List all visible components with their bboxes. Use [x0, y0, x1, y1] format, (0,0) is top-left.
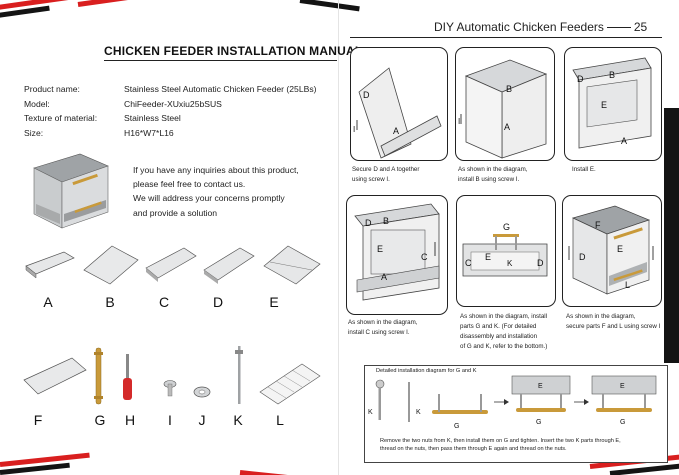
page-fold: [338, 0, 339, 475]
step-4-label-d: D: [365, 218, 372, 228]
part-label-l: L: [276, 412, 284, 428]
step-1-label-a: A: [393, 126, 399, 136]
corner-stripe: [299, 0, 360, 12]
step-6-caption: As shown in the diagram, secure parts F …: [566, 313, 661, 330]
detail-label-g3: G: [620, 419, 625, 426]
detail-step-k-nut: K: [368, 379, 385, 420]
part-f-image: [23, 357, 87, 395]
step-6-label-l: L: [625, 280, 630, 290]
step-2-label-b: B: [506, 84, 512, 94]
part-label-h: H: [124, 412, 136, 428]
detail-step-e-panel-1: E G: [511, 375, 571, 426]
detail-caption: Remove the two nuts from K, then install…: [380, 438, 621, 452]
detail-diagram: K K G E G E G: [368, 375, 657, 430]
step-2-caption: As shown in the diagram, install B using…: [458, 166, 528, 183]
part-label-e: E: [269, 294, 279, 310]
step-5-caption: As shown in the diagram, install parts G…: [460, 313, 548, 350]
part-label-i: I: [168, 412, 172, 428]
side-bar: [664, 108, 679, 363]
part-label-k: K: [233, 412, 243, 428]
part-b-image: [83, 245, 139, 285]
detail-step-e-panel-2: E G: [591, 375, 657, 426]
step-3-caption: Install E.: [572, 166, 596, 173]
parts-row-1: [25, 245, 321, 285]
step-3-label-d: D: [577, 74, 584, 84]
corner-stripe: [239, 470, 310, 475]
step-4-caption: As shown in the diagram, install C using…: [348, 319, 418, 336]
part-label-j: J: [198, 412, 206, 428]
spec-row: Texture of material:Stainless Steel: [24, 113, 181, 123]
part-e-image: [263, 245, 321, 285]
step-5-label-g: G: [503, 222, 510, 232]
step-5-label-k: K: [507, 259, 513, 268]
step-6-panel: F E D L: [562, 195, 662, 307]
header-rule: [350, 37, 662, 38]
spec-row: Product name:Stainless Steel Automatic C…: [24, 84, 317, 94]
step-6-label-d: D: [579, 252, 586, 262]
step-5-panel: G C E K D: [456, 195, 556, 307]
step-4-label-b: B: [383, 216, 389, 226]
part-label-b: B: [105, 294, 115, 310]
part-l-image: [259, 363, 321, 405]
part-label-c: C: [158, 294, 170, 310]
detail-step-k-rod: K: [408, 382, 421, 422]
detail-step-g-handle: G: [432, 394, 488, 430]
step-3-label-a: A: [621, 136, 627, 146]
product-illustration: [33, 153, 109, 229]
spec-row: Size:H16*W7*L16: [24, 127, 174, 138]
step-1-panel: D A I: [350, 47, 448, 161]
detail-label-e2: E: [620, 383, 625, 390]
spec-table: Product name:Stainless Steel Automatic C…: [24, 82, 317, 140]
detail-label-k2: K: [416, 409, 421, 416]
step-5-label-c: C: [465, 258, 472, 268]
step-6-label-f: F: [595, 220, 601, 230]
step-6-label-e: E: [617, 244, 623, 254]
step-2-panel: B A I: [455, 47, 555, 161]
detail-label-g2: G: [536, 419, 541, 426]
parts-row-2: [23, 346, 321, 405]
step-4-panel: D B E C A: [346, 195, 448, 315]
detail-title: Detailed installation diagram for G and …: [376, 368, 477, 374]
detail-label-k1: K: [368, 409, 373, 416]
part-j-image: [193, 386, 211, 398]
step-3-label-b: B: [609, 70, 615, 80]
part-g-image: [94, 347, 103, 405]
part-label-g: G: [94, 412, 106, 428]
page-number: 25: [633, 20, 648, 34]
detail-label-e1: E: [538, 383, 543, 390]
step-5-label-d: D: [537, 258, 544, 268]
step-1-caption: Secure D and A together using screw I.: [352, 166, 420, 183]
step-4-label-c: C: [421, 252, 428, 262]
part-label-a: A: [43, 294, 53, 310]
part-a-image: [25, 251, 75, 279]
spec-row: Model:ChiFeeder-XUxiu25bSUS: [24, 98, 222, 109]
corner-stripe: [77, 0, 148, 7]
step-4-label-e: E: [377, 244, 383, 254]
step-5-label-e: E: [485, 252, 491, 262]
step-2-label-i: I: [458, 117, 460, 126]
inquiry-text: If you have any inquiries about this pro…: [133, 165, 299, 218]
part-d-image: [203, 247, 255, 284]
detail-label-g1: G: [454, 423, 459, 430]
title-rule: [104, 60, 337, 61]
part-k-image: [235, 346, 243, 404]
part-label-f: F: [33, 412, 43, 428]
manual-title: CHICKEN FEEDER INSTALLATION MANUAL: [104, 44, 363, 58]
part-label-d: D: [212, 294, 224, 310]
step-4-label-a: A: [381, 272, 387, 282]
part-c-image: [145, 247, 197, 282]
part-h-image: [123, 354, 132, 400]
step-1-label-i: I: [353, 125, 355, 134]
step-2-label-a: A: [504, 122, 510, 132]
step-3-label-e: E: [601, 100, 607, 110]
part-i-image: [163, 380, 177, 397]
step-3-panel: D B E A: [564, 47, 662, 161]
step-1-label-d: D: [363, 90, 370, 100]
